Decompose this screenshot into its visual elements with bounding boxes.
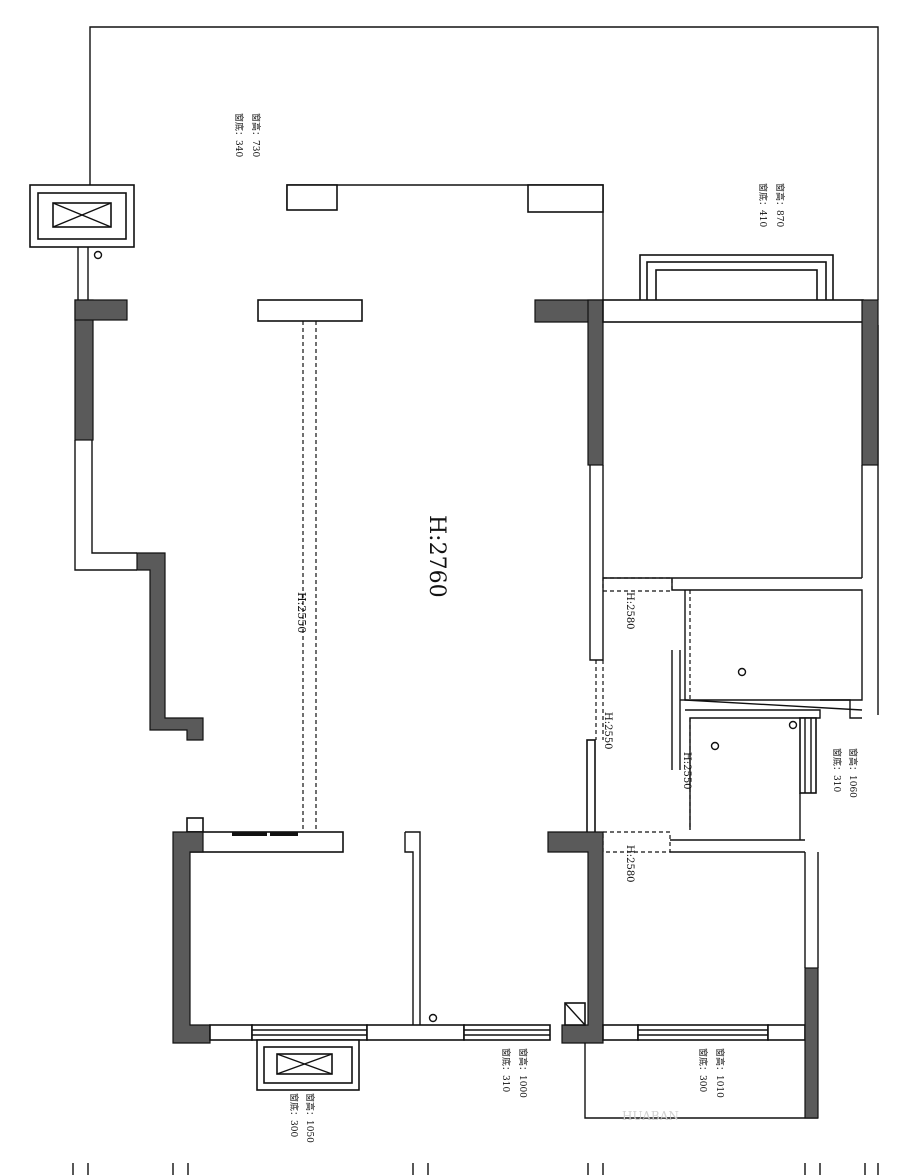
window-note-top-left: 窗高：730 窗底：340: [233, 113, 262, 157]
left-exterior-wall: [74, 247, 204, 741]
lower-left-room: [172, 817, 551, 1091]
top-fixtures: [257, 184, 604, 322]
window-note-right-mid: 窗高：1060 窗底：310: [831, 748, 859, 798]
beam-height-hall: H:2550: [295, 592, 308, 633]
window-note-bottom-mid: 窗高：1000 窗底：310: [500, 1048, 529, 1098]
bathrooms: [670, 578, 863, 853]
svg-text:窗底：300: 窗底：300: [288, 1093, 300, 1137]
beam-height-mid: H:2550: [602, 712, 613, 750]
svg-text:窗底：310: 窗底：310: [831, 748, 843, 792]
top-right-room: [602, 254, 879, 579]
dimension-ticks: [72, 1163, 879, 1175]
window-note-bottom-left: 窗高：1050 窗底：300: [288, 1093, 316, 1143]
ac-unit-top-left: [29, 184, 135, 260]
window-note-bottom-right: 窗高：1010 窗底：300: [697, 1048, 726, 1098]
watermark: HUABAN: [622, 1109, 679, 1123]
center-wall: [534, 299, 604, 836]
svg-text:窗底：340: 窗底：340: [233, 113, 245, 157]
beam-height-lower: H:2580: [624, 845, 635, 883]
window-note-top-right: 窗高：870 窗底：410: [757, 183, 786, 227]
svg-text:窗高：1060: 窗高：1060: [847, 748, 859, 798]
svg-text:窗高：1000: 窗高：1000: [517, 1048, 529, 1098]
svg-text:窗底：410: 窗底：410: [757, 183, 769, 227]
svg-text:窗底：300: 窗底：300: [697, 1048, 709, 1092]
svg-text:窗高：870: 窗高：870: [774, 183, 786, 227]
svg-text:窗高：730: 窗高：730: [250, 113, 262, 157]
svg-text:窗高：1010: 窗高：1010: [714, 1048, 726, 1098]
svg-text:窗高：1050: 窗高：1050: [304, 1093, 316, 1143]
beam-height-corridor: H:2550: [681, 752, 692, 790]
hall-beam: [302, 321, 317, 832]
ceiling-height-label: H:2760: [424, 515, 449, 598]
svg-text:窗底：310: 窗底：310: [500, 1048, 512, 1092]
beam-height-upper: H:2580: [624, 592, 635, 630]
lower-right-room: [547, 831, 819, 1119]
